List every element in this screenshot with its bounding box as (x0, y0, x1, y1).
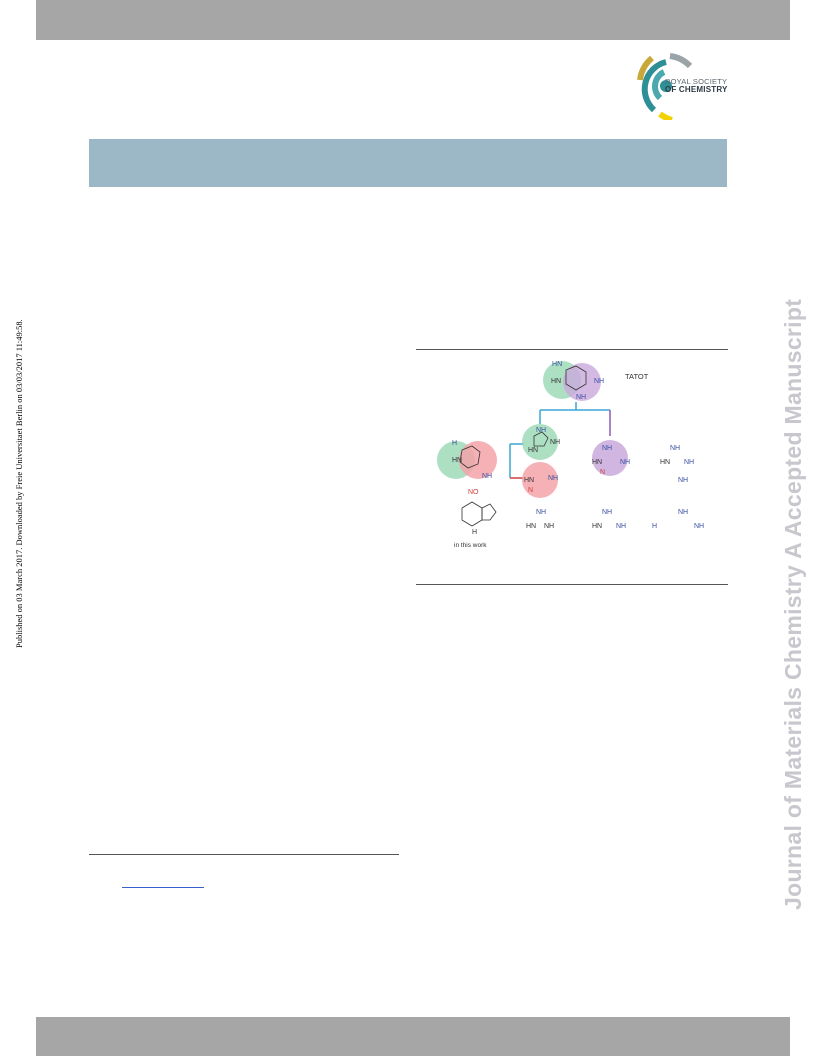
label-tatot: TATOT (625, 372, 649, 381)
figure-rule-top (416, 349, 728, 350)
page-header-bar (36, 0, 790, 40)
label-hn-left: HN (452, 457, 462, 464)
label-no2: NO (468, 489, 479, 496)
label-nh2-b2: NH (536, 509, 546, 516)
publisher-line-2: OF CHEMISTRY (665, 85, 728, 94)
highlight-purple-circle-2 (592, 440, 628, 476)
label-nh2-bottom: NH (576, 394, 586, 401)
label-hn-mid: HN (528, 447, 538, 454)
label-nh2-fr1: NH (670, 445, 680, 452)
publication-note: Published on 03 March 2017. Downloaded b… (14, 319, 24, 648)
page-footer-bar (36, 1017, 790, 1056)
label-hn-b3: HN (592, 523, 602, 530)
label-hn: HN (551, 378, 561, 385)
rsc-logo-icon (637, 53, 693, 120)
label-hn-purple: HN (592, 459, 602, 466)
footnote-rule (89, 854, 399, 855)
highlight-red-circle-2 (459, 441, 497, 479)
label-h2n-left: H (452, 440, 457, 447)
label-h2n: HN (552, 361, 562, 368)
label-nh2-b4: NH (678, 509, 688, 516)
label-nh2-mid: NH (536, 427, 546, 434)
label-hn-fr: HN (660, 459, 670, 466)
label-nh2-b4b: NH (694, 523, 704, 530)
label-h: H (472, 529, 477, 536)
label-nh2-purple: NH (602, 445, 612, 452)
label-nh2-fr3: NH (678, 477, 688, 484)
label-h2n-b4: H (652, 523, 657, 530)
graphical-abstract-figure: HN HN NH NH TATOT NH NH HN HN NH N H HN … (437, 361, 704, 549)
highlight-purple-circle (563, 363, 601, 401)
label-nh2: NH (594, 378, 604, 385)
label-in-this-work: in this work (454, 542, 487, 549)
label-nh2-b3: NH (602, 509, 612, 516)
label-n-red: N (528, 487, 533, 494)
article-header-band (89, 139, 727, 187)
highlight-green-circle-2 (522, 424, 558, 460)
label-nh2-left: NH (482, 473, 492, 480)
label-nh2-purple-2: NH (620, 459, 630, 466)
highlight-red-circle (522, 462, 558, 498)
label-hn-b2: HN (526, 523, 536, 530)
label-nh-b2: NH (544, 523, 554, 530)
label-n-purple: N (600, 469, 605, 476)
label-nh2-red: NH (548, 475, 558, 482)
figure-rule-bottom (416, 584, 728, 585)
footnote-link-underline[interactable] (122, 887, 204, 888)
label-hn-red: HN (524, 477, 534, 484)
label-nh: NH (550, 439, 560, 446)
label-nh2-fr2: NH (684, 459, 694, 466)
label-nh2-b3b: NH (616, 523, 626, 530)
accepted-manuscript-watermark: Journal of Materials Chemistry A Accepte… (780, 298, 806, 910)
publisher-line-1: ROYAL SOCIETY (665, 77, 728, 86)
ring-icon (565, 365, 587, 391)
